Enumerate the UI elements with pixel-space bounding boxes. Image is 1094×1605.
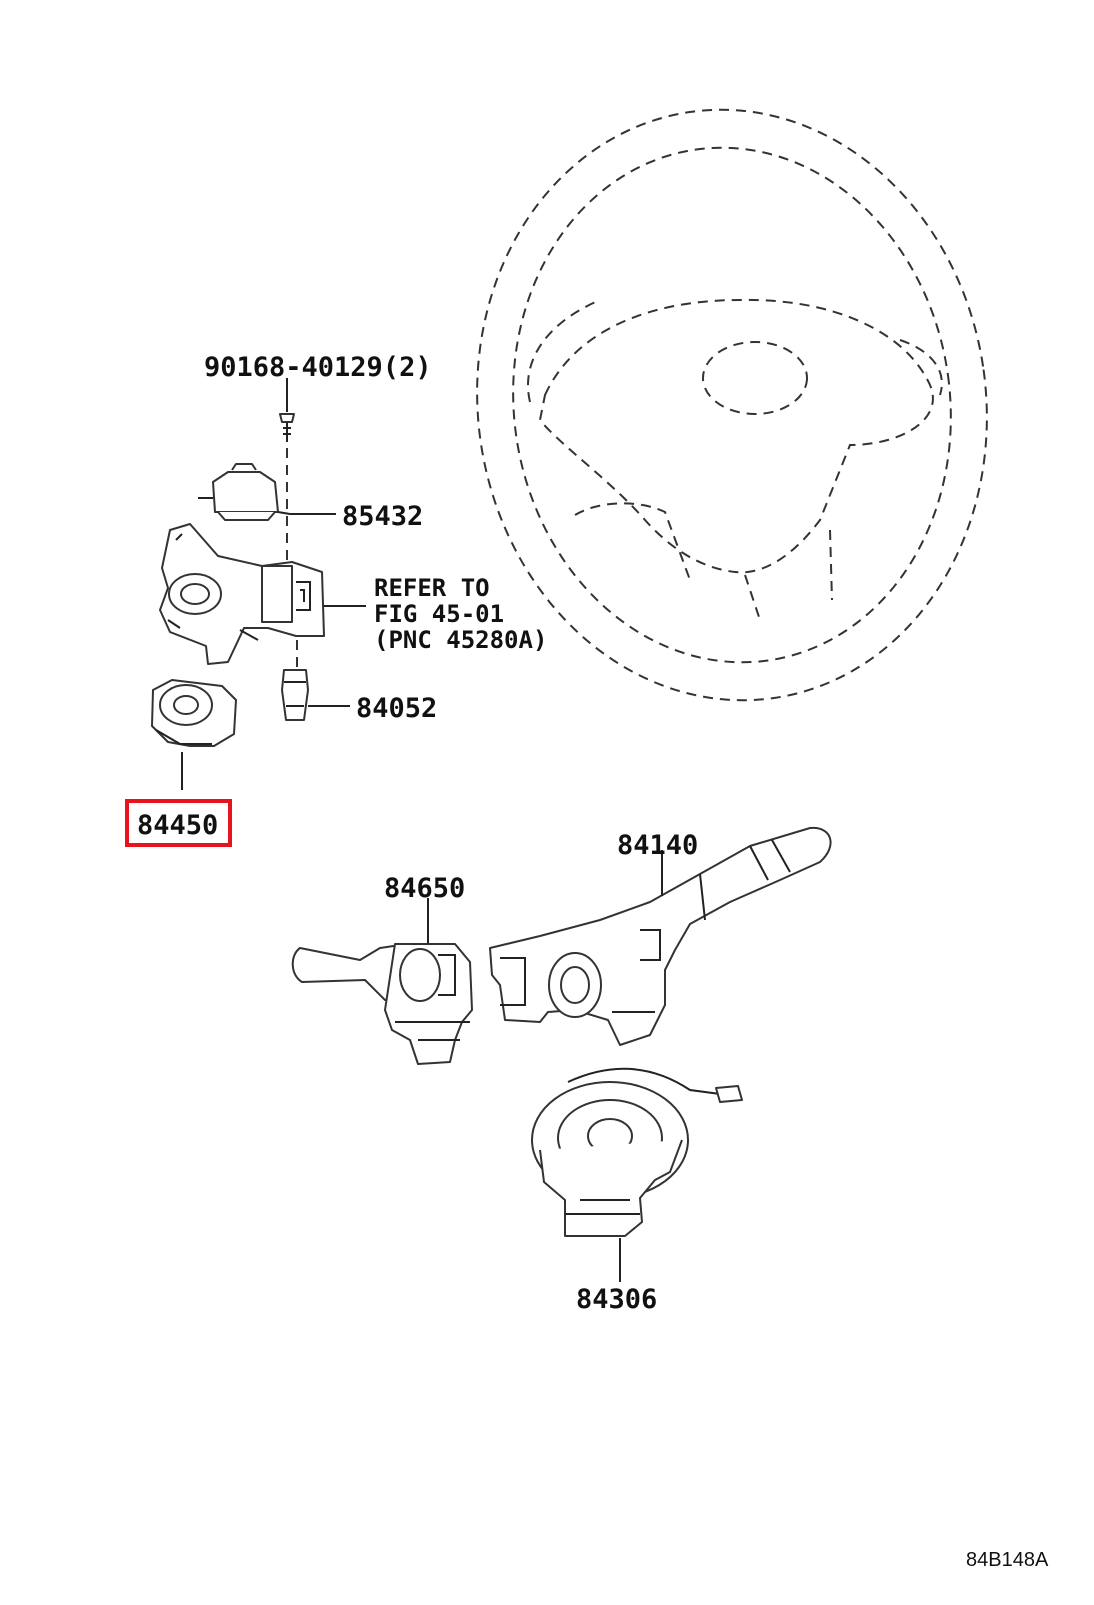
callout-spiral-cable[interactable]: 84306 [576,1284,657,1315]
refer-note-line3: (PNC 45280A) [374,626,547,654]
figure-code: 84B148A [966,1549,1049,1571]
callout-wiper-switch[interactable]: 84140 [617,830,698,861]
wiper-switch-part [489,826,832,1046]
callout-bulb[interactable]: 84052 [356,693,437,724]
refer-note-line2: FIG 45-01 [374,600,504,628]
refer-note-line1: REFER TO [374,574,490,602]
callout-bracket[interactable]: 85432 [342,501,423,532]
bracket-part [198,463,336,521]
spiral-cable-part [531,1067,743,1282]
highlight-box [125,799,232,847]
bulb-part [281,640,350,721]
callout-headlamp-switch[interactable]: 84650 [384,873,465,904]
headlamp-switch-part [291,898,473,1065]
callout-screw[interactable]: 90168-40129(2) [204,352,432,383]
steering-lock-housing [159,523,366,665]
screw-part [279,378,295,575]
steering-wheel [476,108,988,702]
ignition-switch-part [151,679,237,790]
callout-ignition-switch[interactable]: 84450 [137,810,218,841]
